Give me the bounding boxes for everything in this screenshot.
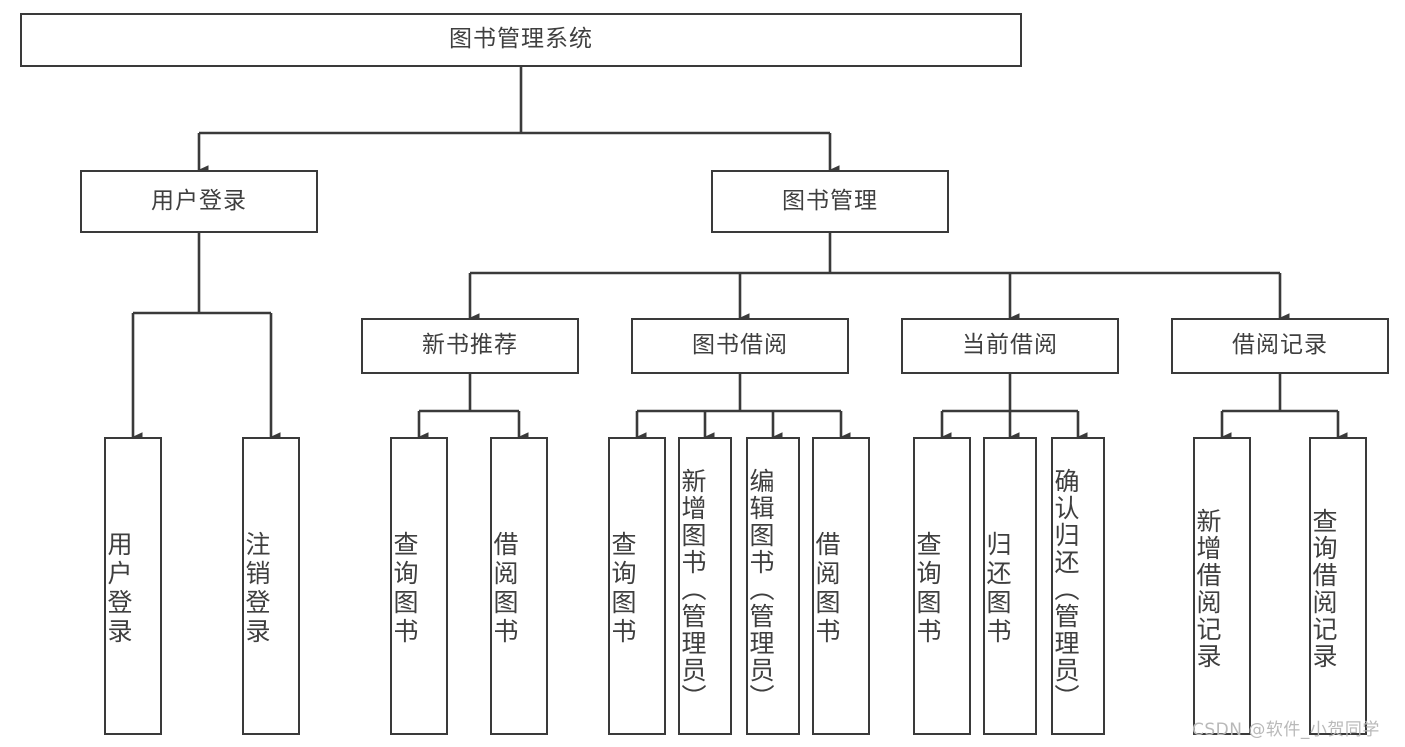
leaf-borrow-book-recommend[interactable]: 借阅图书 [490,437,548,735]
leaf-edit-book-admin[interactable]: 编辑图书（管理员） [746,437,800,735]
node-root-system[interactable]: 图书管理系统 [20,13,1022,67]
node-label: 查询借阅记录 [1309,508,1338,670]
node-label: 新书推荐 [422,332,518,359]
leaf-add-borrow-record[interactable]: 新增借阅记录 [1193,437,1251,735]
node-label: 查询图书 [913,531,942,647]
leaf-query-book-recommend[interactable]: 查询图书 [390,437,448,735]
node-label: 用户登录 [151,187,247,214]
node-label: 图书管理 [782,187,878,214]
node-label: 用户登录 [104,531,133,647]
leaf-query-borrow-record[interactable]: 查询借阅记录 [1309,437,1367,735]
leaf-user-login[interactable]: 用户登录 [104,437,162,735]
node-label: 注销登录 [242,531,271,647]
node-label: 当前借阅 [962,332,1058,359]
node-label: 编辑图书（管理员） [746,467,775,711]
leaf-query-book-current[interactable]: 查询图书 [913,437,971,735]
node-label: 归还图书 [983,531,1012,647]
node-new-book-recommend[interactable]: 新书推荐 [361,318,579,374]
node-book-borrow[interactable]: 图书借阅 [631,318,849,374]
node-label: 图书管理系统 [449,26,593,53]
node-label: 新增图书（管理员） [678,467,707,711]
node-label: 借阅图书 [812,531,841,647]
leaf-query-book-borrow[interactable]: 查询图书 [608,437,666,735]
leaf-borrow-book[interactable]: 借阅图书 [812,437,870,735]
node-current-borrow[interactable]: 当前借阅 [901,318,1119,374]
node-label: 确认归还（管理员） [1051,467,1080,711]
node-label: 借阅图书 [490,531,519,647]
node-label: 查询图书 [608,531,637,647]
node-book-management[interactable]: 图书管理 [711,170,949,233]
leaf-add-book-admin[interactable]: 新增图书（管理员） [678,437,732,735]
node-user-login[interactable]: 用户登录 [80,170,318,233]
node-borrow-record[interactable]: 借阅记录 [1171,318,1389,374]
leaf-return-book[interactable]: 归还图书 [983,437,1037,735]
csdn-watermark: CSDN @软件_小贺同学 [1192,720,1380,740]
node-label: 新增借阅记录 [1193,508,1222,670]
leaf-confirm-return-admin[interactable]: 确认归还（管理员） [1051,437,1105,735]
node-label: 图书借阅 [692,332,788,359]
node-label: 查询图书 [390,531,419,647]
node-label: 借阅记录 [1232,332,1328,359]
leaf-logout-login[interactable]: 注销登录 [242,437,300,735]
